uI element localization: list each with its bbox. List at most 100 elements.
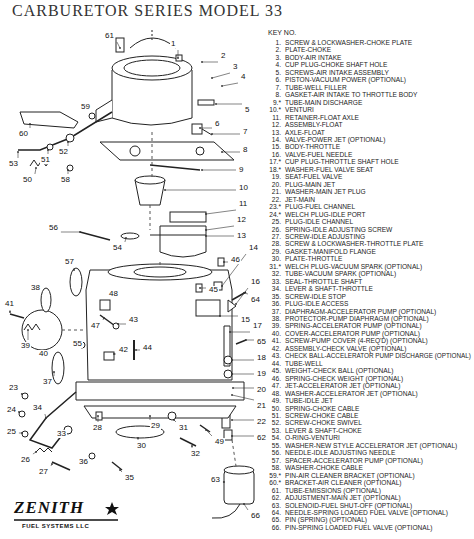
callout-number: 17 [252, 322, 263, 330]
key-number: 60.* [265, 480, 281, 487]
part-name: CUP PLUG-CHOKE SHAFT HOLE [285, 62, 387, 69]
choke-shaft [18, 112, 112, 150]
key-number: 61. [265, 488, 281, 495]
leader-line [200, 288, 206, 289]
well-tube [133, 340, 135, 360]
leader-line [118, 324, 126, 325]
callout-number: 33 [56, 430, 67, 438]
bracket-boss [96, 100, 112, 122]
leader-tip [231, 373, 233, 375]
callout-number: 41 [4, 300, 15, 308]
idle-adjusting-screw [52, 462, 70, 470]
callout-number: 25 [6, 428, 17, 436]
part-name: PLATE-THROTTLE [285, 256, 342, 263]
callout-number: 65 [256, 338, 267, 346]
callout-number: 19 [256, 370, 267, 378]
accelerator-jet-washer [100, 300, 110, 310]
leader-line [222, 254, 246, 286]
key-number: 36. [265, 301, 281, 308]
part-name: WELCH PLUG-IDLE PORT [285, 212, 365, 219]
key-number: 2. [265, 47, 281, 54]
part-name: PLUG-FUEL CHANNEL [285, 204, 355, 211]
leader-tip [9, 311, 11, 313]
leader-line [246, 340, 254, 341]
leader-line [10, 310, 11, 312]
leader-line [206, 236, 234, 237]
leader-tip [51, 463, 53, 465]
leader-tip [53, 371, 55, 373]
choke-swivel [66, 134, 74, 142]
leader-line [18, 152, 19, 158]
part-name: TUBE-VACUUM SPARK (OPTIONAL) [285, 271, 396, 278]
part-name: WASHER-CHOKE CABLE [285, 465, 363, 472]
leader-line [232, 360, 254, 361]
part-name: SOLENOID-FUEL SHUT-OFF (OPTIONAL) [285, 503, 412, 510]
key-number: 3. [265, 55, 281, 62]
key-number: 59.* [265, 473, 281, 480]
throttle-lever [30, 392, 76, 448]
key-number: 37. [265, 309, 281, 316]
callout-number: 20 [256, 386, 267, 394]
part-name: LEVER & SHAFT-THROTTLE [285, 286, 373, 293]
callout-number: 23 [8, 384, 19, 392]
callout-number: 16 [250, 278, 261, 286]
diaphragm-protector [41, 288, 51, 312]
choke-screw [176, 55, 182, 61]
leader-tip [205, 229, 207, 231]
throttle-body [86, 270, 232, 380]
idle-access-plug [89, 453, 95, 459]
part-name: SEAL-THROTTLE SHAFT [285, 279, 362, 286]
discharge-tube [150, 165, 200, 170]
leader-tip [103, 317, 105, 319]
callout-number: 30 [136, 442, 147, 450]
key-number: 8. [265, 92, 281, 99]
callout-number: 40 [38, 350, 49, 358]
callout-number: 31 [178, 424, 189, 432]
air-intake-mouth [112, 56, 192, 80]
leader-line [21, 394, 22, 395]
gasket [100, 142, 234, 160]
callout-number: 28 [92, 424, 103, 432]
key-number: 45. [265, 368, 281, 375]
leader-tip [67, 169, 69, 171]
leader-tip [73, 269, 75, 271]
callout-number: 45 [208, 286, 219, 294]
part-name: CUP PLUG-THROTTLE SHAFT HOLE [285, 159, 399, 166]
leader-line [74, 268, 75, 270]
key-number: 13. [265, 130, 281, 137]
key-number: 24.* [265, 212, 281, 219]
callout-number: 9 [238, 166, 244, 174]
throttle-plate-screw [96, 412, 102, 420]
centerline [152, 30, 153, 40]
part-name: PROTECTOR-PUMP DIAPHRAGM (OPTIONAL) [285, 316, 429, 323]
pump-cover-screw [10, 314, 24, 318]
callout-number: 27 [38, 468, 49, 476]
part-name: JET-MAIN [285, 197, 315, 204]
part-name: JET-ACCELERATOR JET (OPTIONAL) [285, 383, 400, 390]
leader-tip [205, 213, 207, 215]
centerline [152, 132, 153, 178]
key-number: 46. [265, 376, 281, 383]
leader-line [222, 83, 238, 86]
callout-number: 42 [118, 346, 129, 354]
choke-cable-screw [47, 144, 53, 150]
callout-number: 4 [240, 73, 246, 81]
callout-number: 2 [220, 52, 226, 60]
choke-plate-arc [130, 38, 176, 48]
callout-number: 63 [210, 476, 221, 484]
part-name: TUBE-WELL FILLER [285, 85, 347, 92]
part-name: TUBE-WELL [285, 361, 323, 368]
callout-number: 37 [42, 378, 53, 386]
callout-number: 14 [248, 244, 259, 252]
part-name: ASSEMBLY-CHECK VALVE (OPTIONAL) [285, 346, 406, 353]
leader-line [244, 293, 248, 294]
key-number: 9.* [265, 100, 281, 107]
key-number: 11. [265, 115, 281, 122]
leader-tip [201, 61, 203, 63]
key-number: 21. [265, 189, 281, 196]
main-jet-adjustment [224, 430, 232, 440]
leader-tip [243, 503, 245, 505]
callout-number: 51 [40, 156, 51, 164]
leader-tip [137, 437, 139, 439]
callout-number: 54 [112, 244, 123, 252]
